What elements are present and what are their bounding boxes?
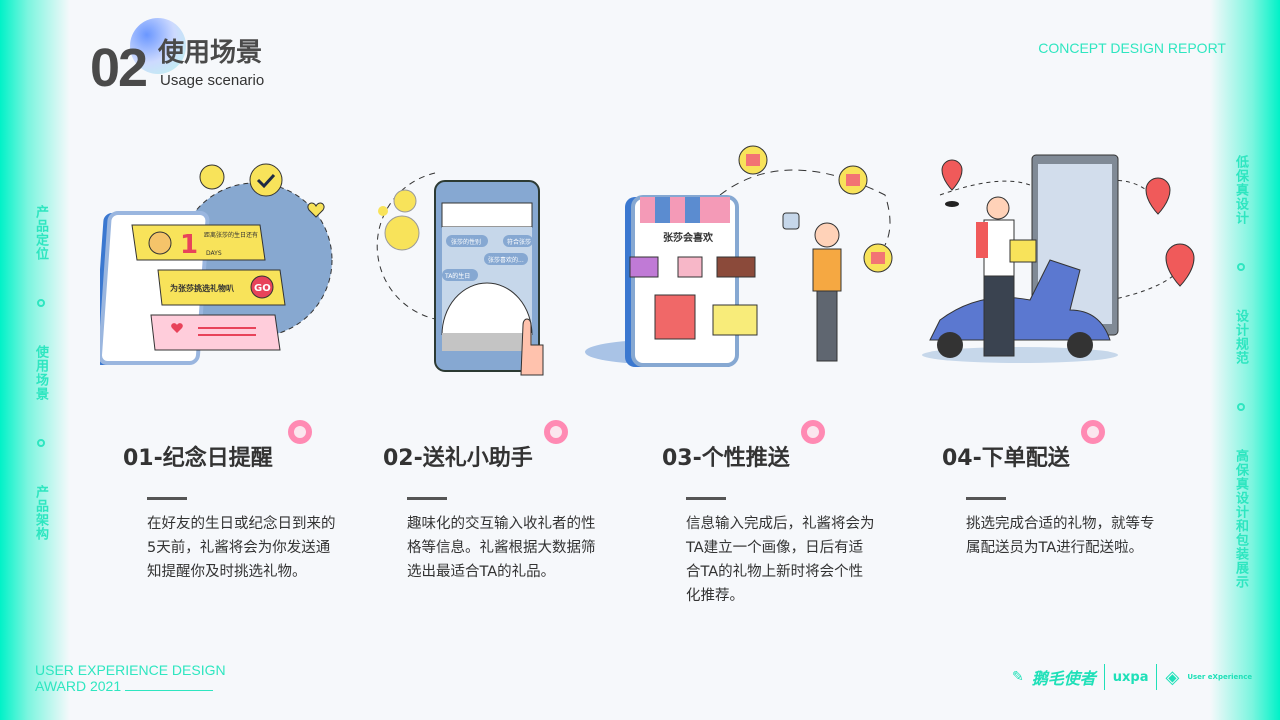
nav-item[interactable]: 高保真设计和包装展示 [1233,449,1248,589]
card-description: 在好友的生日或纪念日到来的5天前，礼酱将会为你发送通知提醒你及时挑选礼物。 [147,516,336,580]
nav-item[interactable]: 产品定位 [33,205,48,261]
assistant-illustration: 张莎的性别 符合张莎 张莎喜欢的... TA的生日 [376,172,544,376]
award-line2: AWARD 2021 [35,678,122,694]
page-title: 使用场景 [158,38,263,68]
footer-logos: ✎ 鹅毛使者 uxpa ◈ User eXperience [1012,664,1252,690]
nav-dot [36,299,45,307]
divider [966,497,1006,500]
countdown-text: 距离张莎的生日还有 [204,231,258,239]
pick-gift-text: 为张莎挑选礼物叭 [170,283,234,293]
ring-icon [288,420,312,444]
report-label: CONCEPT DESIGN REPORT [1038,40,1226,56]
ring-icon [801,420,825,444]
nav-item[interactable]: 使用场景 [33,345,48,401]
left-gradient [0,0,70,720]
nav-dot [1236,403,1245,411]
card-description: 挑选完成合适的礼物，就等专属配送员为TA进行配送啦。 [966,516,1155,556]
logo-emaoshizhe: 鹅毛使者 [1031,669,1096,688]
smile-icon [199,164,225,190]
push-illustration: 张莎会喜欢 [585,145,893,367]
divider [1156,664,1158,690]
diamond-icon: ◈ [1165,666,1180,688]
logo-user-experience: User eXperience [1187,673,1253,681]
check-icon [249,163,283,197]
divider [147,497,187,500]
nav-item[interactable]: 设计规范 [1233,309,1248,365]
chip: 符合张莎 [507,238,531,246]
heart-icon [307,202,325,218]
gradient-orb [130,18,186,74]
logo-uxpa: uxpa [1112,669,1149,685]
card-description: 趣味化的交互输入收礼者的性格等信息。礼酱根据大数据筛选出最适合TA的礼品。 [407,516,596,580]
page-subtitle: Usage scenario [160,72,265,89]
days-label: DAYS [206,250,222,257]
right-nav: 低保真设计 设计规范 高保真设计和包装展示 [1233,155,1248,589]
countdown-number: 1 [180,230,198,260]
chip: TA的生日 [444,272,470,280]
nav-dot [1236,263,1245,271]
divider [407,497,447,500]
chip: 张莎的性别 [451,238,481,246]
award-line1: USER EXPERIENCE DESIGN [35,662,226,678]
ring-icon [544,420,568,444]
divider [686,497,726,500]
reminder-illustration: 1 距离张莎的生日还有 DAYS 为张莎挑选礼物叭 GO [100,163,333,365]
nav-item[interactable]: 产品架构 [33,485,48,541]
nav-item[interactable]: 低保真设计 [1233,155,1248,225]
card-title: 04-下单配送 [942,446,1070,471]
card-title: 03-个性推送 [662,446,790,471]
award-label: USER EXPERIENCE DESIGN AWARD 2021 [35,662,226,694]
ring-icon [1081,420,1105,444]
right-gradient [1210,0,1280,720]
chip: 张莎喜欢的... [488,256,524,264]
feather-icon: ✎ [1012,669,1024,685]
nav-dot [36,439,45,447]
shop-title: 张莎会喜欢 [663,231,714,244]
divider [1103,664,1105,690]
go-label: GO [254,283,271,294]
card-title: 02-送礼小助手 [383,446,533,471]
section-number: 02 [90,38,148,98]
card-description: 信息输入完成后，礼酱将会为TA建立一个画像，日后有适合TA的礼物上新时将会个性化… [686,516,875,604]
card-title: 01-纪念日提醒 [123,446,273,471]
underline [125,690,214,691]
left-nav: 产品定位 使用场景 产品架构 [33,205,48,541]
delivery-illustration [922,154,1195,363]
